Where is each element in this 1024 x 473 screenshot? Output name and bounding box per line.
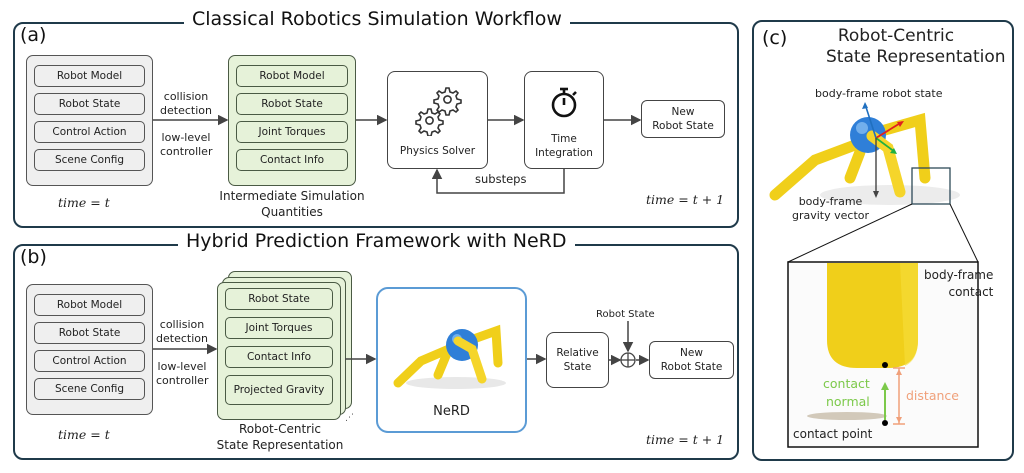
b-edge-label-bottom: low-level controller — [156, 360, 209, 388]
panel-a-letter: (a) — [20, 24, 47, 46]
a-input-robot-state: Robot State — [34, 93, 145, 115]
a-edge-label-top: collision detection — [160, 90, 212, 118]
a-substeps-label: substeps — [475, 172, 527, 186]
a-time-integration: Time Integration — [524, 71, 604, 169]
quadruped-robot-image — [393, 324, 506, 389]
c-contact-label: body-frame contact — [924, 268, 994, 299]
b-time-t: time = t — [58, 427, 110, 442]
b-input-control-action: Control Action — [34, 350, 145, 372]
panel-b-title: Hybrid Prediction Framework with NeRD — [178, 230, 575, 252]
panel-c-letter: (c) — [762, 27, 788, 49]
a-edge-label-bottom: low-level controller — [160, 131, 213, 159]
b-new-robot-state: New Robot State — [649, 341, 734, 379]
b-sum-input-label: Robot State — [596, 309, 655, 320]
a-input-control-action: Control Action — [34, 121, 145, 143]
panel-a-title: Classical Robotics Simulation Workflow — [184, 8, 570, 30]
a-input-robot-model: Robot Model — [34, 65, 145, 87]
a-new-robot-state: New Robot State — [641, 100, 725, 138]
panel-c-title: Robot-Centric State Representation — [826, 26, 1006, 68]
b-state-contact-info: Contact Info — [225, 346, 333, 368]
a-inter-robot-state: Robot State — [236, 93, 348, 115]
c-robot-state-label: body-frame robot state — [815, 87, 943, 100]
c-contact-point-label: contact point — [793, 427, 873, 441]
b-state-caption: Robot-Centric State Representation — [216, 422, 344, 452]
a-time-t-plus-1: time = t + 1 — [646, 192, 725, 207]
a-intermediate-caption: Intermediate Simulation Quantities — [219, 189, 365, 219]
a-time-t: time = t — [58, 195, 110, 210]
c-gravity-label: body-frame gravity vector — [792, 195, 870, 222]
b-time-t-plus-1: time = t + 1 — [646, 432, 725, 447]
a-inter-joint-torques: Joint Torques — [236, 121, 348, 143]
a-inter-contact-info: Contact Info — [236, 149, 348, 171]
b-nerd-model: NeRD — [376, 287, 527, 433]
a-input-scene-config: Scene Config — [34, 149, 145, 171]
stopwatch-icon — [551, 87, 577, 118]
b-nerd-label: NeRD — [433, 404, 470, 420]
a-physics-solver-label: Physics Solver — [399, 144, 476, 157]
c-distance-label: distance — [906, 388, 959, 403]
b-input-scene-config: Scene Config — [34, 378, 145, 400]
gears-icon — [415, 87, 462, 136]
panel-b-letter: (b) — [20, 246, 47, 268]
a-physics-solver: Physics Solver — [387, 71, 488, 169]
b-input-robot-model: Robot Model — [34, 294, 145, 316]
b-input-robot-state: Robot State — [34, 322, 145, 344]
a-inter-robot-model: Robot Model — [236, 65, 348, 87]
a-intermediate-group: Robot Model Robot State Joint Torques Co… — [228, 55, 356, 186]
b-state-group: Robot State Joint Torques Contact Info P… — [217, 282, 341, 420]
a-input-group: Robot Model Robot State Control Action S… — [26, 55, 153, 186]
b-state-joint-torques: Joint Torques — [225, 317, 333, 339]
b-relative-state: Relative State — [546, 332, 609, 388]
b-input-group: Robot Model Robot State Control Action S… — [26, 284, 153, 415]
b-edge-label-top: collision detection — [156, 318, 208, 346]
a-time-integration-label: Time Integration — [535, 132, 593, 159]
c-contact-normal-label: contact normal — [823, 376, 870, 410]
b-state-projected-gravity: Projected Gravity — [225, 375, 333, 405]
b-state-robot-state: Robot State — [225, 288, 333, 310]
